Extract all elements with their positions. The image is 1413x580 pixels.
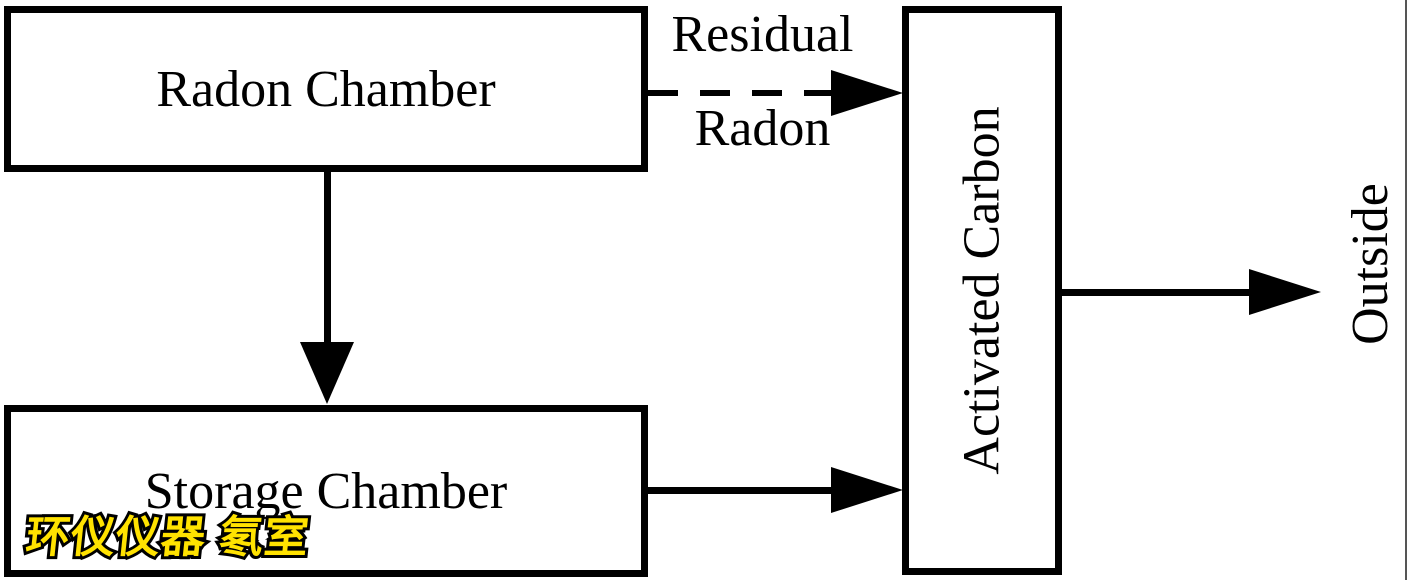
page-edge-line [1405, 0, 1407, 580]
arrowhead-right-icon [1249, 269, 1321, 315]
node-storage-chamber: Storage Chamber [4, 405, 648, 577]
watermark-text: 环仪仪器 氡室 [20, 510, 314, 565]
node-radon-chamber-label: Radon Chamber [156, 60, 496, 118]
edge-label-residual: Residual [671, 6, 854, 63]
node-outside-label: Outside [1342, 183, 1399, 345]
node-radon-chamber: Radon Chamber [4, 6, 648, 172]
edge-storage-to-carbon-line [648, 487, 834, 494]
node-activated-carbon: Activated Carbon [902, 6, 1062, 575]
arrowhead-right-icon [831, 70, 903, 116]
edge-label-radon: Radon [694, 100, 831, 157]
arrowhead-down-icon [300, 342, 354, 404]
arrowhead-right-icon [831, 467, 903, 513]
node-storage-chamber-label: Storage Chamber [144, 462, 508, 520]
edge-radon-to-storage-line [324, 170, 331, 346]
edge-carbon-to-outside-line [1062, 289, 1252, 296]
node-activated-carbon-label: Activated Carbon [953, 106, 1011, 475]
edge-residual-radon-dashed-line [648, 90, 833, 96]
